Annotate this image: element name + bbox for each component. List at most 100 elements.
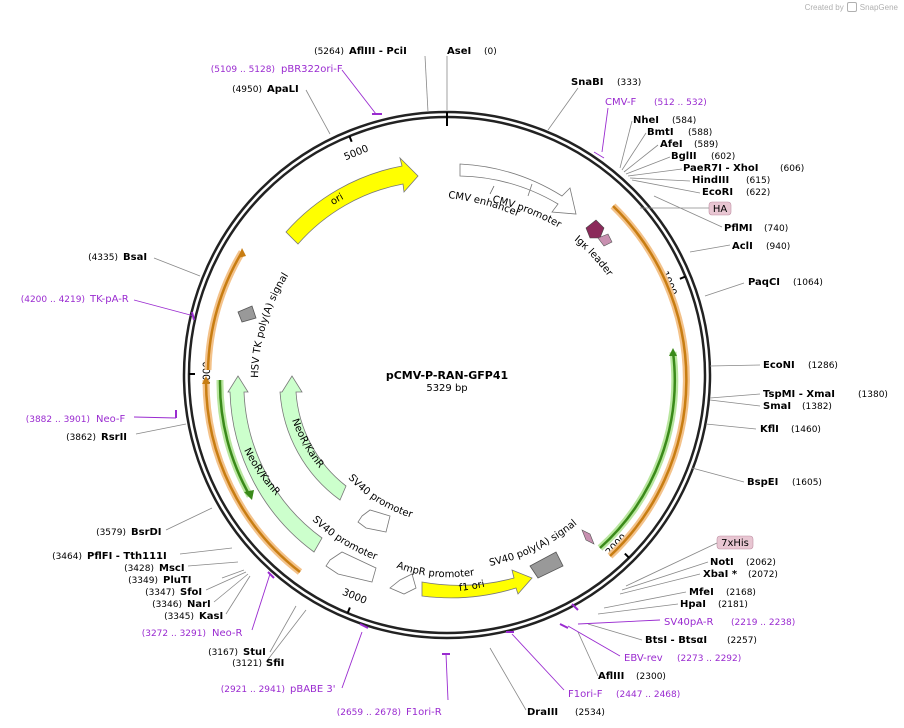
enzyme-leaders (135, 55, 761, 711)
tag-ha-label: HA (713, 204, 728, 215)
enzyme-stui[interactable]: StuI (243, 647, 266, 658)
f1-ori-feature[interactable] (421, 569, 533, 599)
sv40-promoter-inner-feature[interactable] (357, 509, 391, 533)
enzyme-ecori[interactable]: EcoRI (702, 187, 733, 198)
enzyme-btsi-btsai[interactable]: BtsI - BtsαI (645, 635, 707, 646)
primer-sv40pa-r[interactable]: SV40pA-R (664, 617, 713, 628)
enzyme-acli[interactable]: AclI (732, 241, 753, 252)
leader-snabi (547, 87, 579, 131)
enzyme-bglii[interactable]: BglII (671, 151, 697, 162)
leader-sfii (265, 609, 307, 663)
igk-leader-feature[interactable] (585, 219, 605, 239)
enzyme-pos-smai: (1382) (802, 402, 832, 412)
sv40-polya-feature[interactable] (529, 551, 564, 579)
small-tag-feature[interactable] (581, 529, 595, 545)
enzyme-pflfi-tth111i[interactable]: PflFI - Tth111I (87, 551, 167, 562)
neor-kanr-outer-feature[interactable] (227, 375, 323, 553)
leader-xbai (619, 573, 701, 595)
primer-range-neo-f: (3882 .. 3901) (26, 415, 90, 425)
primer-tk-pa-r[interactable]: TK-pA-R (89, 294, 129, 305)
primer-pbabe3[interactable]: pBABE 3' (290, 684, 336, 695)
enzyme-xbai[interactable]: XbaI * (703, 569, 738, 580)
enzyme-afliii-pcii[interactable]: AflIII - PciI (349, 46, 407, 57)
primer-labels: CMV-F (512 .. 532) SV40pA-R (2219 .. 223… (21, 64, 796, 718)
enzyme-sfii[interactable]: SfiI (266, 658, 284, 669)
enzyme-pos-tspmi-xmai: (1380) (858, 390, 888, 400)
neor-kanr-inner-feature[interactable] (279, 375, 347, 501)
enzyme-pos-xbai: (2072) (748, 570, 778, 580)
enzyme-pos-econi: (1286) (808, 361, 838, 371)
leader-draiii (489, 647, 527, 711)
enzyme-bspei[interactable]: BspEI (747, 477, 778, 488)
enzyme-bsai[interactable]: BsaI (123, 252, 147, 263)
pleader-f1ori-f (511, 633, 565, 691)
primer-f1ori-r[interactable]: F1ori-R (406, 707, 442, 718)
sv40-promoter-outer-feature[interactable] (325, 551, 377, 583)
enzyme-pos-afliii: (2300) (636, 672, 666, 682)
ampr-promoter-feature[interactable] (389, 573, 417, 595)
primer-f1ori-f[interactable]: F1ori-F (568, 689, 603, 700)
enzyme-asei[interactable]: AseI (447, 46, 471, 57)
enzyme-pos-pluti: (3349) (128, 576, 158, 586)
enzyme-paqci[interactable]: PaqCI (748, 277, 780, 288)
enzyme-pos-kfli: (1460) (791, 425, 821, 435)
igk-leader-sub-feature[interactable] (597, 233, 613, 247)
enzyme-snabi[interactable]: SnaBI (571, 77, 603, 88)
enzyme-afei[interactable]: AfeI (660, 139, 683, 150)
leader-afliii (577, 631, 599, 677)
pleader-pbr322 (341, 69, 377, 115)
enzyme-mfei[interactable]: MfeI (689, 587, 714, 598)
cmv-promoter-feature[interactable] (459, 163, 577, 215)
primer-ebv-rev[interactable]: EBV-rev (624, 653, 663, 664)
enzyme-pos-hindiii: (615) (746, 176, 770, 186)
tag-ha-box[interactable] (708, 201, 732, 216)
enzyme-rsrii[interactable]: RsrII (101, 432, 127, 443)
primer-neo-r[interactable]: Neo-R (212, 628, 243, 639)
enzyme-afliii[interactable]: AflIII (598, 671, 624, 682)
lower-left-tag-arrow-icon (202, 376, 210, 384)
enzyme-msci[interactable]: MscI (159, 563, 185, 574)
plasmid-size: 5329 bp (426, 383, 467, 394)
leader-acli (689, 244, 731, 253)
enzyme-bsrdi[interactable]: BsrDI (131, 527, 162, 538)
primer-range-pbabe3: (2921 .. 2941) (221, 685, 285, 695)
enzyme-noti[interactable]: NotI (710, 557, 734, 568)
enzyme-pos-asei: (0) (484, 47, 497, 57)
enzyme-pos-sfoi: (3347) (145, 588, 175, 598)
enzyme-apali[interactable]: ApaLI (267, 84, 299, 95)
hsv-tk-polya-feature[interactable] (237, 305, 257, 323)
leader-sfoi (205, 571, 247, 591)
snapgene-credit: Created by SnapGene (805, 2, 898, 12)
enzyme-nhei[interactable]: NheI (633, 115, 659, 126)
enzyme-tspmi-xmai[interactable]: TspMI - XmaI (763, 389, 835, 400)
primer-cmv-f[interactable]: CMV-F (605, 97, 636, 108)
leader-pluti (221, 569, 245, 579)
leader-pflmi (653, 195, 723, 228)
enzyme-pos-kasi: (3345) (164, 612, 194, 622)
enzyme-bmti[interactable]: BmtI (647, 127, 674, 138)
plasmid-name: pCMV-P-RAN-GFP41 (386, 369, 508, 382)
enzyme-kfli[interactable]: KflI (760, 424, 779, 435)
enzyme-smai[interactable]: SmaI (763, 401, 791, 412)
enzyme-pflmi[interactable]: PflMI (724, 223, 752, 234)
ori-feature[interactable] (285, 156, 419, 245)
hsv-tk-polya-label: HSV TK poly(A) signal (250, 271, 291, 378)
enzyme-hindiii[interactable]: HindIII (692, 175, 729, 186)
enzyme-kasi[interactable]: KasI (199, 611, 223, 622)
enzyme-nari[interactable]: NarI (187, 599, 211, 610)
enzyme-pos-nhei: (584) (672, 116, 696, 126)
enzyme-paer7i-xhoi[interactable]: PaeR7I - XhoI (683, 163, 759, 174)
tag-7xhis-box[interactable] (716, 535, 754, 550)
enzyme-draiii[interactable]: DraIII (527, 707, 558, 718)
enzyme-sfoi[interactable]: SfoI (180, 587, 202, 598)
gfp-arc (599, 351, 676, 549)
primer-neo-f[interactable]: Neo-F (96, 414, 126, 425)
enzyme-econi[interactable]: EcoNI (763, 360, 795, 371)
primer-mark-tk-pa-r (191, 311, 195, 321)
enzyme-pos-bsai: (4335) (88, 253, 118, 263)
enzyme-hpai[interactable]: HpaI (680, 599, 706, 610)
primer-pbr322ori-f[interactable]: pBR322ori-F (281, 64, 343, 75)
enzyme-pluti[interactable]: PluTI (163, 575, 191, 586)
enzyme-labels: (5264) AflIII - PciI AseI (0) SnaBI (333… (52, 46, 888, 718)
neo-outer-arc (218, 379, 252, 497)
